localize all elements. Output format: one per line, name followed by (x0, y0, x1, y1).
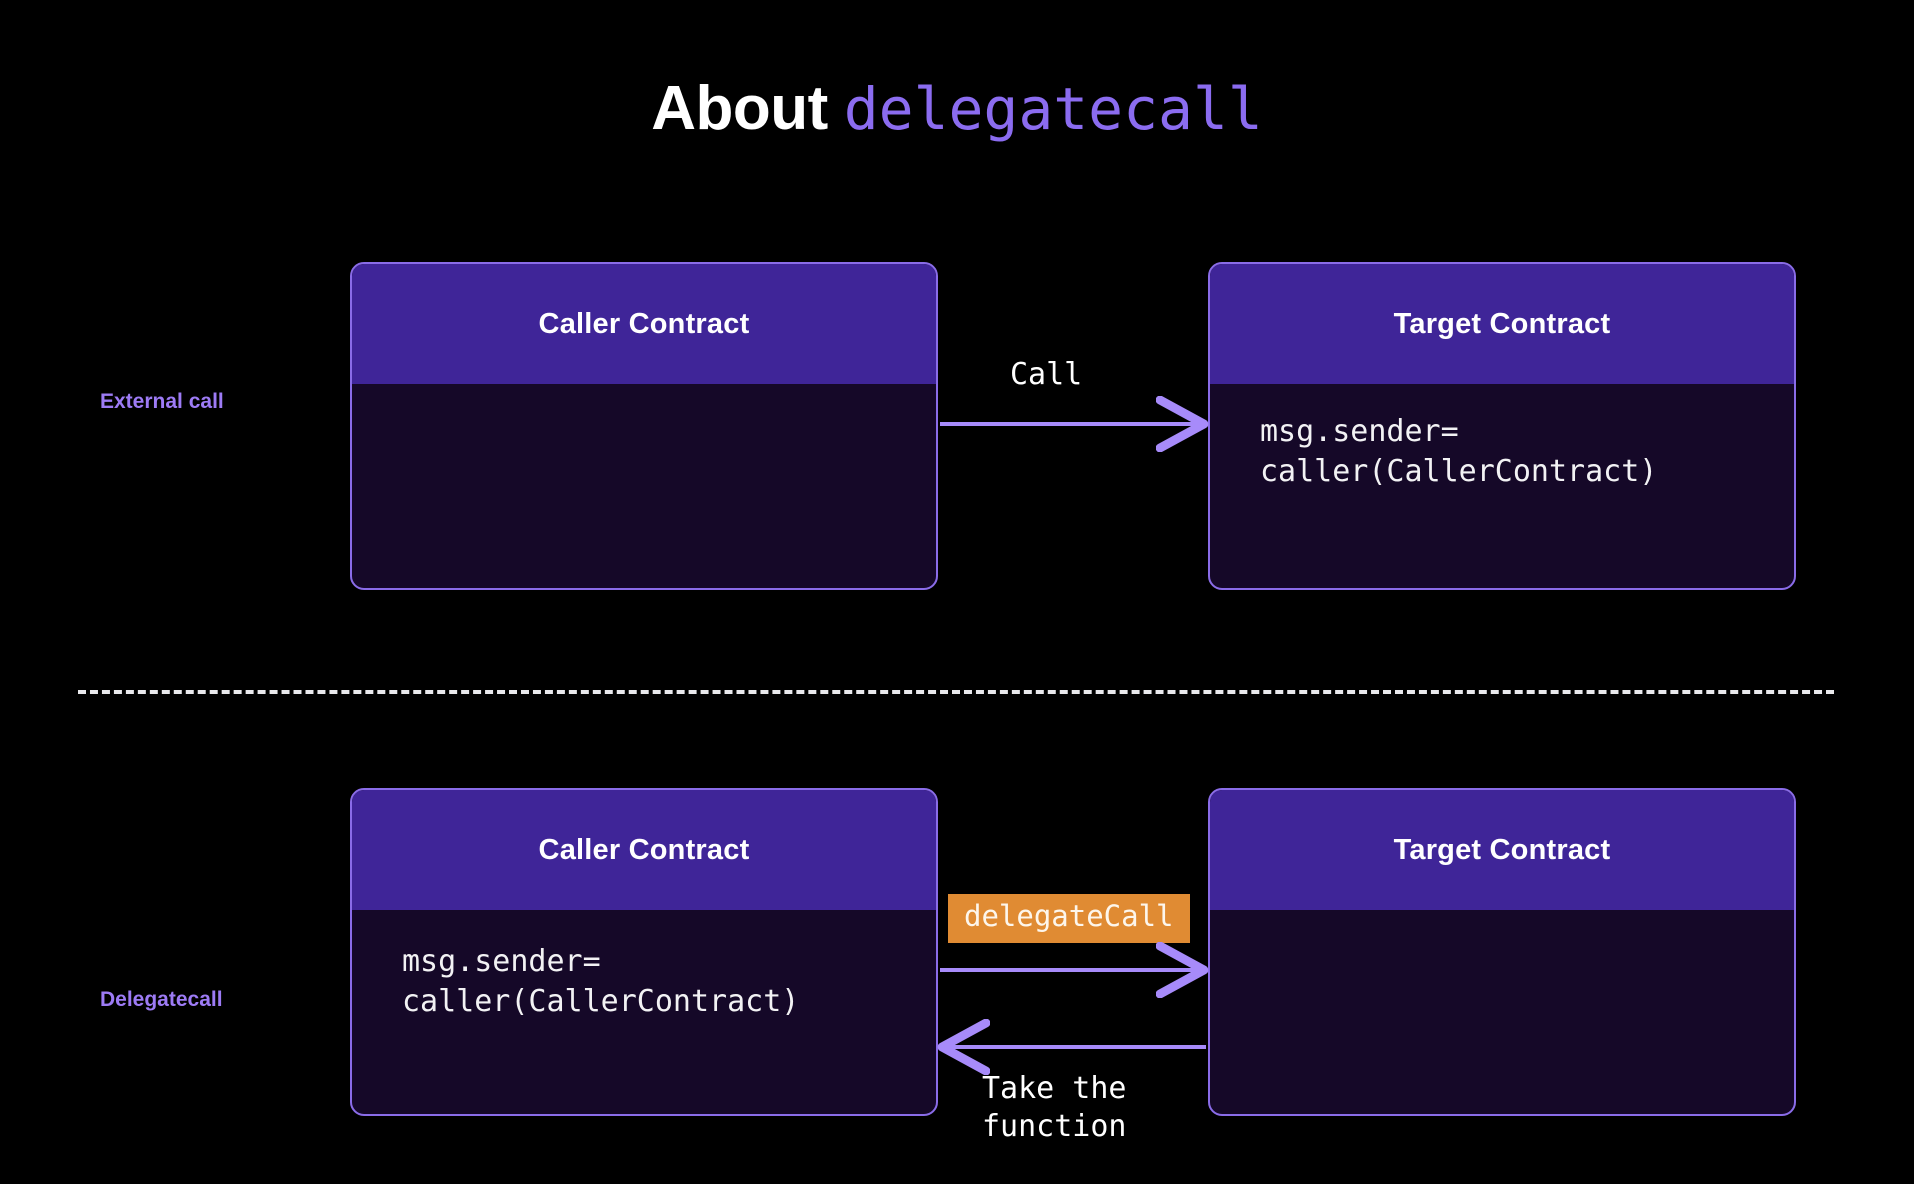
target-contract-box-row1: Target Contract msg.sender= caller(Calle… (1208, 262, 1796, 590)
call-arrow-label: Call (1010, 357, 1083, 392)
caller-contract-box-row1: Caller Contract (350, 262, 938, 590)
section-divider (78, 690, 1834, 694)
caller-contract-body-row1 (352, 384, 936, 588)
caller-contract-title-row1: Caller Contract (538, 307, 750, 340)
page-title-plain: About (651, 74, 828, 143)
row-label-external-call: External call (100, 390, 224, 413)
row-label-delegatecall: Delegatecall (100, 988, 223, 1011)
target-contract-title-row1: Target Contract (1393, 307, 1611, 340)
target-contract-body-row1: msg.sender= caller(CallerContract) (1210, 384, 1794, 588)
caller-contract-header-row2: Caller Contract (352, 790, 936, 910)
target-contract-code-row1: msg.sender= caller(CallerContract) (1260, 414, 1658, 489)
target-contract-header-row2: Target Contract (1210, 790, 1794, 910)
caller-contract-body-row2: msg.sender= caller(CallerContract) (352, 910, 936, 1114)
caller-contract-header-row1: Caller Contract (352, 264, 936, 384)
page-title-mono: delegatecall (843, 75, 1263, 143)
take-function-label: Take the function (982, 1071, 1127, 1145)
target-contract-header-row1: Target Contract (1210, 264, 1794, 384)
caller-contract-box-row2: Caller Contract msg.sender= caller(Calle… (350, 788, 938, 1116)
caller-contract-code-row2: msg.sender= caller(CallerContract) (402, 944, 800, 1019)
target-contract-box-row2: Target Contract (1208, 788, 1796, 1116)
delegatecall-badge: delegateCall (948, 894, 1190, 943)
target-contract-title-row2: Target Contract (1393, 833, 1611, 866)
caller-contract-title-row2: Caller Contract (538, 833, 750, 866)
target-contract-body-row2 (1210, 910, 1794, 1114)
